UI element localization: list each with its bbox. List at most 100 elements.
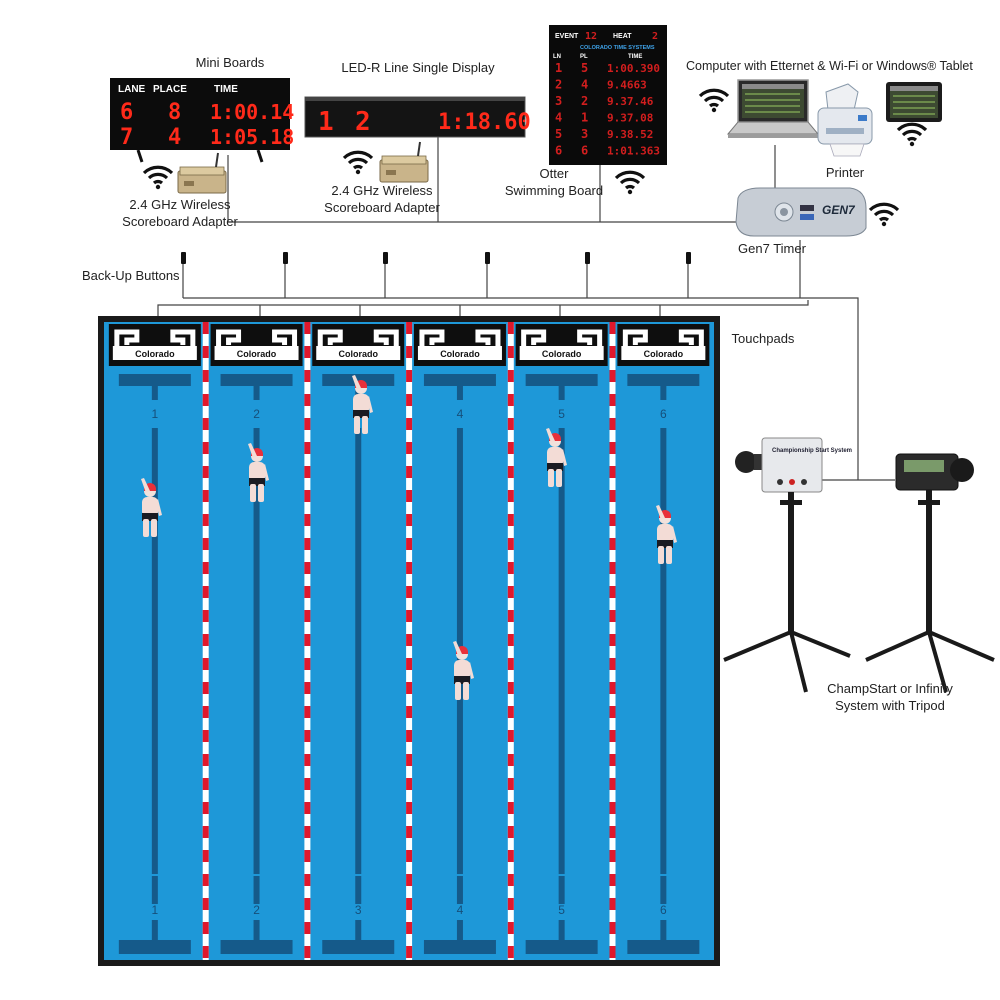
otter-row-time: 9.4663 [607,79,647,92]
otter-row-pl: 4 [581,78,588,92]
gen7-brand: GEN7 [822,203,856,217]
otter-row-ln: 2 [555,78,562,92]
touchpad-brand: Colorado [644,349,684,359]
mini-board-lane-2: 7 [120,125,133,150]
otter-heat-label: HEAT [613,33,632,40]
lane-number-top: 2 [253,407,260,421]
otter-row-time: 1:01.363 [607,145,660,158]
lane-number-bottom: 3 [355,903,362,917]
label-champstart: ChampStart or Infinity System with Tripo… [810,680,970,714]
mini-board-lane-1: 6 [120,100,133,125]
label-printer: Printer [825,165,865,180]
otter-row-time: 9.38.52 [607,128,653,141]
label-touchpads: Touchpads [731,331,795,346]
label-wireless-adapter-1: 2.4 GHz Wireless Scoreboard Adapter [110,196,250,230]
wifi-icon [698,88,730,114]
lane-rope [202,322,209,960]
label-backup-buttons: Back-Up Buttons [82,268,180,283]
lane-rope [304,322,311,960]
label-mini-boards: Mini Boards [195,55,265,70]
wifi-icon [342,150,374,176]
gen7-timer: GEN7 [735,187,867,237]
lane-number-top: 6 [660,407,667,421]
label-wireless-adapter-2-line1: 2.4 GHz Wireless [331,183,433,198]
wifi-icon [868,202,900,228]
label-wireless-adapter-2-line2: Scoreboard Adapter [324,200,440,215]
touchpad: Colorado [312,324,405,366]
lane-number-top: 5 [558,407,565,421]
otter-col-ln: LN [553,54,561,60]
pool-lane [220,374,293,954]
label-led-r-display: LED-R Line Single Display [341,60,495,75]
wiring [157,135,895,481]
otter-event-label: EVENT [555,33,579,40]
lane-rope [406,322,413,960]
lane-rope [609,322,616,960]
pool-lane [118,374,191,954]
wifi-icon [896,122,928,148]
lane-ropes [202,322,616,960]
otter-row-pl: 6 [581,144,588,158]
printer [817,83,873,157]
mini-board-header-place: PLACE [153,84,187,95]
otter-row-pl: 1 [581,111,588,125]
touchpad-brand: Colorado [135,349,175,359]
lane-number-top: 1 [152,407,159,421]
touchpad-brand: Colorado [542,349,582,359]
infinity-tripod [865,453,995,693]
label-champstart-line1: ChampStart or Infinity [827,681,953,696]
label-otter-line2: Swimming Board [504,183,604,198]
touchpad: Colorado [413,324,506,366]
mini-board-time-2: 1:05.18 [210,125,294,149]
touchpad: Colorado [210,324,303,366]
lane-number-top: 4 [457,407,464,421]
otter-row-pl: 3 [581,127,588,141]
touchpad: Colorado [108,324,201,366]
pool-lane [525,374,598,954]
mini-board-place-1: 8 [168,100,181,125]
otter-brand: COLORADO TIME SYSTEMS [580,45,655,51]
mini-board-time-1: 1:00.14 [210,100,294,124]
lane-rope [507,322,514,960]
lane-number-bottom: 1 [152,903,159,917]
mini-board-place-2: 4 [168,125,181,150]
label-computer: Computer with Etternet & Wi-Fi or Window… [686,59,973,73]
led-r-place: 2 [355,107,371,137]
led-r-time: 1:18.60 [438,110,531,135]
wifi-icon [142,165,174,191]
touchpad: Colorado [617,324,710,366]
label-wireless-adapter-2: 2.4 GHz Wireless Scoreboard Adapter [312,182,452,216]
otter-row-ln: 4 [555,111,562,125]
mini-board-header-time: TIME [214,84,238,95]
label-gen7-timer: Gen7 Timer [738,241,806,256]
label-champstart-line2: System with Tripod [835,698,945,713]
otter-row-ln: 5 [555,127,562,141]
wireless-adapter-1 [177,152,227,194]
tablet [886,82,942,122]
champstart-tripod: Championship Start System [723,437,852,693]
otter-heat-value: 2 [652,31,658,42]
touchpad-brand: Colorado [339,349,379,359]
wireless-adapter-2 [379,141,429,183]
label-otter-line1: Otter [539,166,569,181]
touchpad-brand: Colorado [440,349,480,359]
pool-lane [627,374,700,954]
otter-col-time: TIME [628,54,642,60]
laptop [726,79,820,138]
label-wireless-adapter-1-line2: Scoreboard Adapter [122,214,238,229]
backup-button-plugs [181,252,691,264]
otter-col-pl: PL [580,54,588,60]
mini-board-header-lane: LANE [118,84,146,95]
otter-row-time: 1:00.390 [607,62,660,75]
otter-row-ln: 6 [555,144,562,158]
lane-number-bottom: 2 [253,903,260,917]
touchpad: Colorado [515,324,608,366]
otter-row-time: 9.37.46 [607,95,654,108]
otter-row-time: 9.37.08 [607,112,653,125]
label-wireless-adapter-1-line1: 2.4 GHz Wireless [129,197,231,212]
wifi-icon [614,170,646,196]
